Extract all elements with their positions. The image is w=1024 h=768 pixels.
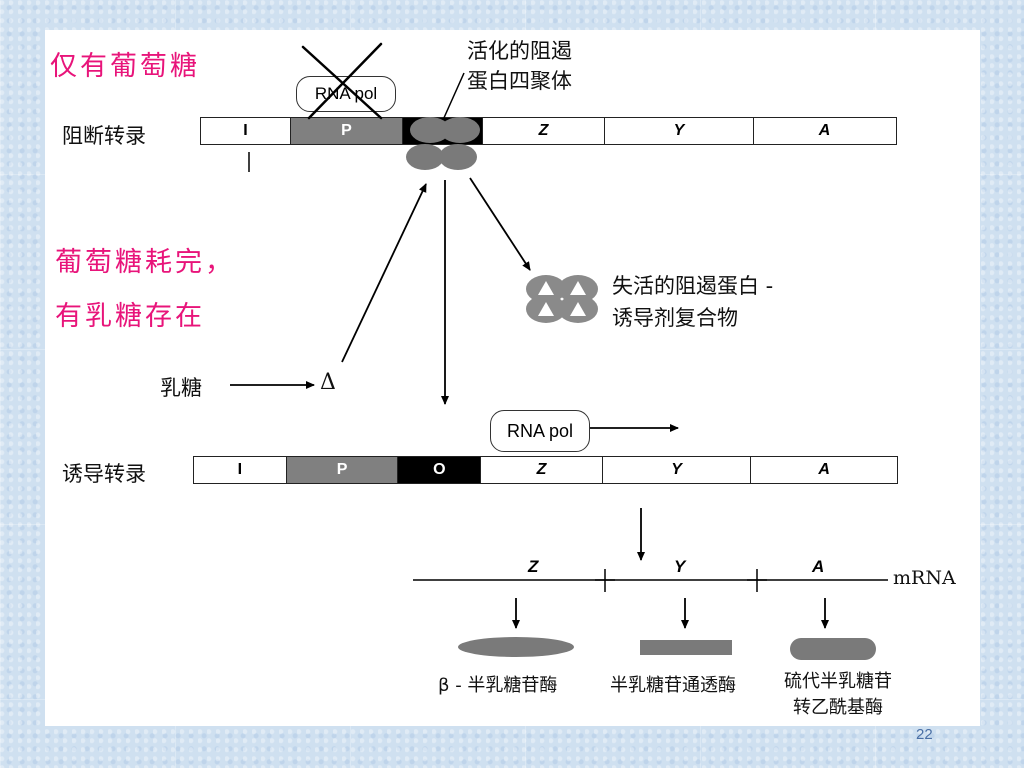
arrow-inducer-to-repressor — [341, 183, 427, 363]
inactive-complex-icon — [526, 275, 598, 323]
gene-a-bottom: A — [818, 461, 830, 478]
gene-y-top: Y — [605, 118, 754, 144]
enzyme-z-shape — [458, 637, 574, 657]
enzyme-a-label: 硫代半乳糖苷 转乙酰基酶 — [784, 669, 892, 721]
title-glucose-only: 仅有葡萄糖 — [50, 51, 200, 82]
gene-i-bottom: I — [194, 457, 287, 483]
promoter-top: P — [291, 118, 403, 144]
enzyme-y-shape — [640, 640, 732, 655]
inducer-symbol: Δ — [320, 370, 336, 395]
label-induced-transcription: 诱导转录 — [62, 462, 146, 486]
mrna-gene-a: A — [812, 557, 825, 576]
mrna-gene-z: Z — [528, 557, 539, 576]
promoter-bottom: P — [286, 457, 399, 483]
mrna-strand — [413, 569, 888, 592]
enzyme-a-line1: 硫代半乳糖苷 — [784, 671, 892, 692]
gene-i-top: I — [201, 118, 291, 144]
blocked-cross-icon — [301, 42, 383, 120]
label-lactose: 乳糖 — [160, 376, 202, 400]
mrna-gene-y: Y — [674, 557, 686, 576]
enzyme-a-shape — [790, 638, 876, 660]
label-active-repressor: 活化的阻遏 蛋白四聚体 — [467, 36, 572, 96]
title-lactose-line1: 葡萄糖耗完， — [55, 247, 235, 278]
operon-induced: I P O Z Y A — [193, 456, 898, 484]
label-blocked-transcription: 阻断转录 — [62, 124, 146, 148]
page-number: 22 — [916, 726, 933, 743]
operator-bottom: O — [398, 457, 482, 483]
enzyme-z-label: β - 半乳糖苷酶 — [438, 675, 558, 696]
rna-pol-blocked: RNA pol — [296, 76, 396, 112]
rna-pol-active: RNA pol — [490, 410, 590, 452]
title-lactose-line2: 有乳糖存在 — [55, 301, 205, 332]
active-repressor-line1: 活化的阻遏 — [467, 39, 572, 63]
gene-a-top: A — [818, 122, 831, 139]
enzyme-a-line2: 转乙酰基酶 — [793, 697, 883, 718]
gene-z-bottom: Z — [481, 457, 603, 483]
arrow-repressor-to-complex — [469, 177, 531, 271]
gene-y-bottom: Y — [603, 457, 752, 483]
gene-z-top: Z — [483, 118, 605, 144]
label-inactive-complex: 失活的阻遏蛋白 - 诱导剂复合物 — [612, 270, 773, 334]
active-repressor-icon — [406, 117, 480, 170]
enzyme-y-label: 半乳糖苷通透酶 — [610, 675, 736, 696]
mrna-label: mRNA — [893, 567, 956, 589]
active-repressor-line2: 蛋白四聚体 — [467, 69, 572, 93]
inactive-complex-line2: 诱导剂复合物 — [612, 306, 738, 330]
inactive-complex-line1: 失活的阻遏蛋白 - — [612, 274, 774, 298]
repressor-pointer-line — [442, 72, 465, 121]
